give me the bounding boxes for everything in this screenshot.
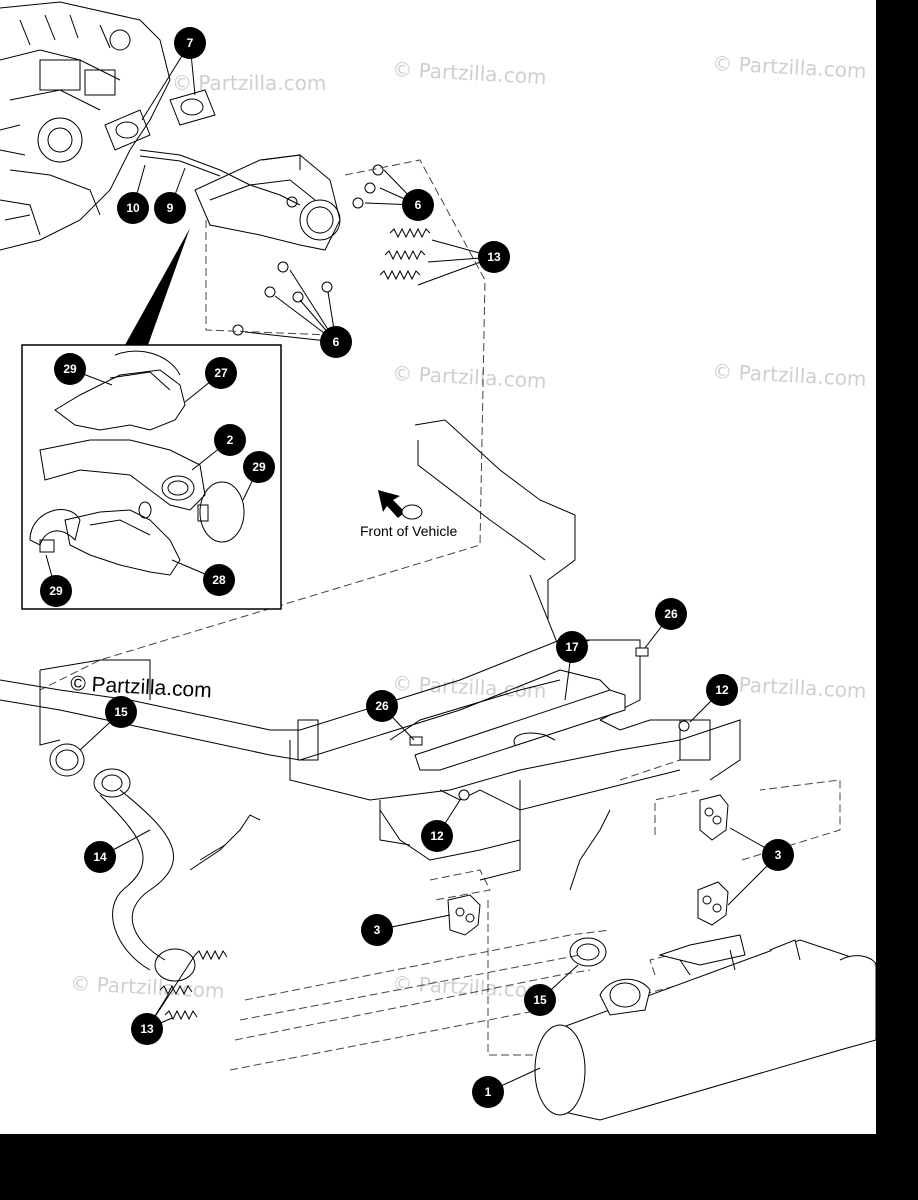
detail-pointer	[125, 228, 190, 345]
gasket-15-left	[49, 743, 85, 777]
callout-number: 13	[140, 1022, 154, 1036]
callout-number: 15	[533, 993, 547, 1007]
callout-12: 12	[421, 820, 453, 852]
callout-29: 29	[54, 353, 86, 385]
callout-17: 17	[556, 631, 588, 663]
head-pipe	[93, 768, 261, 1021]
watermark: © Partzilla.com	[392, 361, 547, 393]
callout-number: 9	[167, 201, 174, 215]
callout-number: 2	[227, 433, 234, 447]
callout-26: 26	[366, 690, 398, 722]
callout-29: 29	[243, 451, 275, 483]
exhaust-manifold	[104, 89, 431, 336]
callout-26: 26	[655, 598, 687, 630]
watermark: © Partzilla.com	[712, 359, 867, 391]
watermark: © Partzilla.com	[70, 971, 225, 1003]
detail-inset-parts	[29, 350, 245, 576]
watermark: © Partzilla.com	[172, 71, 326, 95]
callout-6: 6	[320, 326, 352, 358]
handle	[513, 732, 556, 746]
callout-3: 3	[762, 839, 794, 871]
brand-label: © Partzilla.com	[70, 672, 213, 702]
parts-diagram-sheet: © Partzilla.com © Partzilla.com © Partzi…	[0, 0, 876, 1134]
callout-number: 3	[374, 923, 381, 937]
callout-10: 10	[117, 192, 149, 224]
callout-number: 29	[252, 460, 266, 474]
callout-number: 12	[715, 683, 729, 697]
callout-number: 26	[664, 607, 678, 621]
front-of-vehicle-label: Front of Vehicle	[360, 523, 457, 539]
callout-number: 10	[126, 201, 140, 215]
callout-number: 29	[49, 584, 63, 598]
callout-1: 1	[472, 1076, 504, 1108]
callout-number: 28	[212, 573, 226, 587]
callout-number: 15	[114, 705, 128, 719]
rubber-hangers	[447, 794, 729, 936]
watermark: © Partzilla.com	[712, 51, 867, 83]
callout-number: 26	[375, 699, 389, 713]
engine-block	[0, 1, 171, 251]
callout-number: 29	[63, 362, 77, 376]
callout-6: 6	[402, 189, 434, 221]
callout-27: 27	[205, 357, 237, 389]
callout-3: 3	[361, 914, 393, 946]
exhaust-parts-diagram: © Partzilla.com © Partzilla.com © Partzi…	[0, 1, 876, 1121]
callout-number: 27	[214, 366, 228, 380]
callout-2: 2	[214, 424, 246, 456]
callout-7: 7	[174, 27, 206, 59]
detail-inset-box	[21, 344, 282, 610]
callout-15: 15	[105, 696, 137, 728]
bolts	[409, 647, 690, 801]
callout-28: 28	[203, 564, 235, 596]
callout-12: 12	[706, 674, 738, 706]
callout-13: 13	[478, 241, 510, 273]
callouts: 7 10 9 6 13 6 29 27 2 29 28 29 26 17 12 …	[40, 27, 794, 1108]
callout-number: 12	[430, 829, 444, 843]
callout-29: 29	[40, 575, 72, 607]
muffler	[534, 934, 876, 1121]
callout-number: 13	[487, 250, 501, 264]
callout-number: 17	[565, 640, 579, 654]
front-of-vehicle-indicator: Front of Vehicle	[360, 490, 457, 539]
callout-15: 15	[524, 984, 556, 1016]
callout-13: 13	[131, 1013, 163, 1045]
callout-number: 1	[485, 1085, 492, 1099]
callout-number: 7	[187, 36, 194, 50]
callout-number: 14	[93, 850, 107, 864]
bracket-17	[414, 689, 626, 771]
callout-number: 6	[415, 198, 422, 212]
callout-number: 6	[333, 335, 340, 349]
gasket-15-right	[569, 937, 607, 967]
callout-number: 3	[775, 848, 782, 862]
watermark: © Partzilla.com	[392, 57, 547, 89]
callout-9: 9	[154, 192, 186, 224]
callout-14: 14	[84, 841, 116, 873]
